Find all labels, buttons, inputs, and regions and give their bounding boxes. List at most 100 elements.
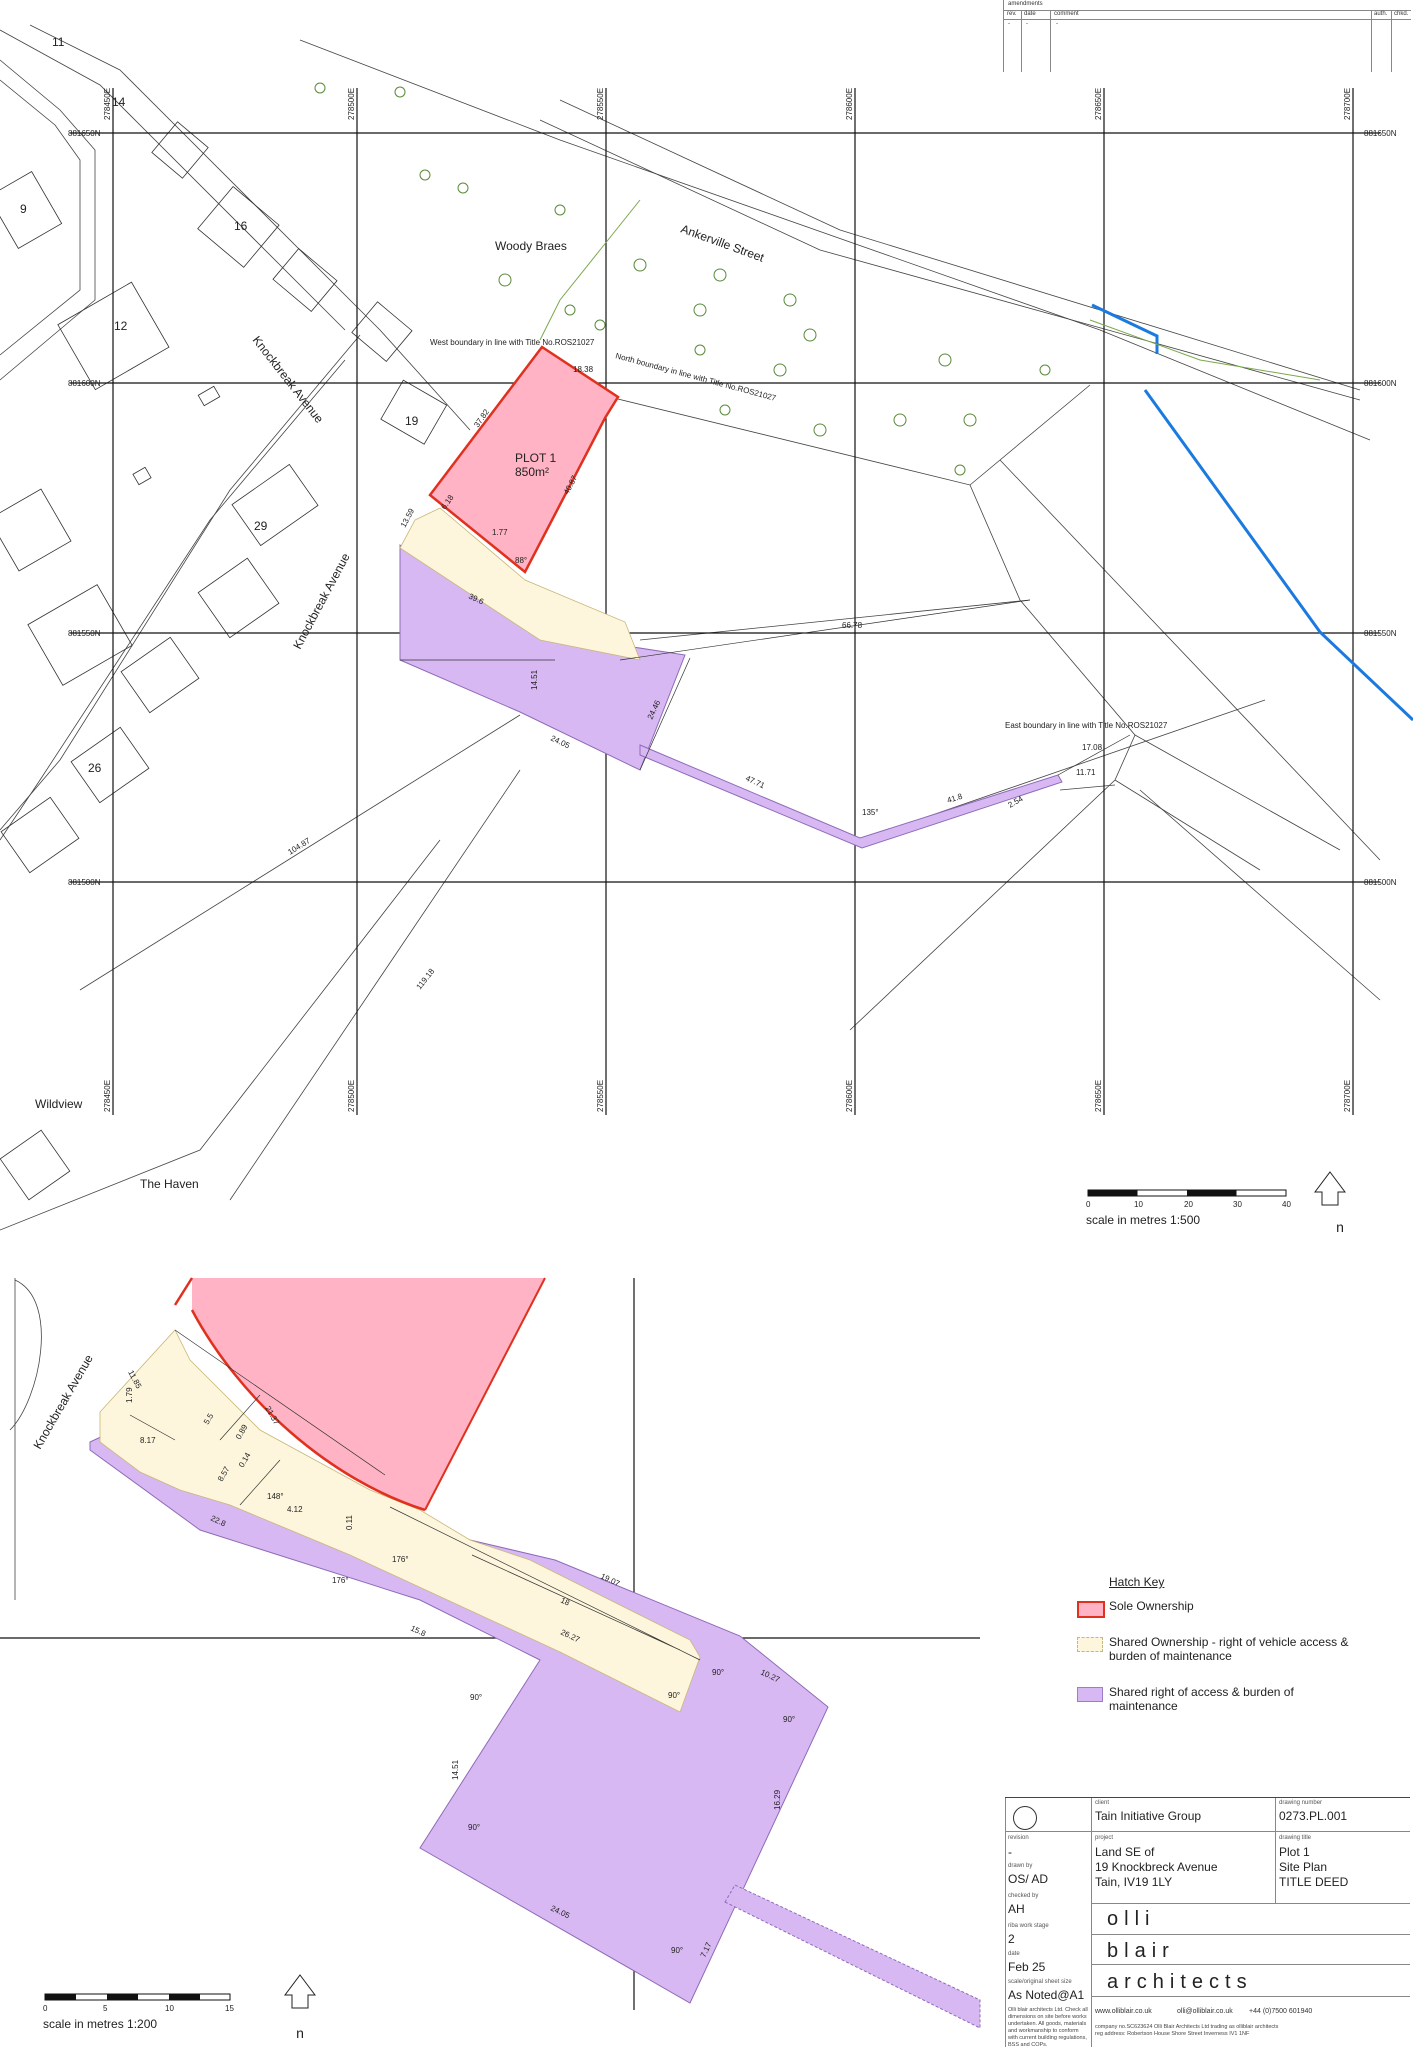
north-arrow-top: n: [1314, 1171, 1346, 1235]
svg-text:88°: 88°: [515, 556, 527, 565]
contact-phone: +44 (0)7500 601940: [1249, 2008, 1313, 2015]
key-label-shared-access: Shared right of access & burden of maint…: [1109, 1685, 1294, 1713]
svg-text:90°: 90°: [668, 1691, 680, 1700]
svg-text:Wildview: Wildview: [35, 1097, 83, 1111]
drawing-title-line-2: Site Plan: [1279, 1860, 1328, 1874]
svg-text:North boundary in line with Ti: North boundary in line with Title No.ROS…: [614, 351, 777, 403]
shared-access-area-top: [399, 544, 686, 771]
svg-text:148°: 148°: [267, 1492, 284, 1501]
client-value: Tain Initiative Group: [1095, 1809, 1202, 1823]
contact-web[interactable]: www.olliblair.co.uk: [1095, 2008, 1152, 2015]
watercourse: [1091, 303, 1413, 722]
svg-text:881550N: 881550N: [1364, 629, 1397, 638]
svg-text:15.8: 15.8: [409, 1624, 427, 1639]
shared-vehicle-area-bottom: [99, 1329, 701, 1713]
svg-text:8.17: 8.17: [140, 1436, 156, 1445]
svg-text:PLOT 1: PLOT 1: [515, 451, 556, 465]
swatch-sole: [1077, 1601, 1105, 1618]
svg-text:10: 10: [165, 2004, 174, 2013]
svg-text:14.51: 14.51: [530, 669, 539, 690]
brand-blair: blair: [1107, 1940, 1175, 1962]
scale-bar-bottom: 0 5 10 15 scale in metres 1:200: [43, 1993, 234, 2031]
grid-labels: 278450E 278500E 278550E 278600E 278650E …: [68, 88, 1397, 1112]
svg-text:30: 30: [1233, 1200, 1242, 1209]
svg-text:278450E: 278450E: [103, 1080, 112, 1112]
svg-text:47.71: 47.71: [744, 774, 766, 791]
drawing-number-label: drawing number: [1279, 1800, 1323, 1806]
svg-text:The Haven: The Haven: [140, 1177, 199, 1191]
top-dimension-labels: 18.38 37.82 40.87 13.59 39.6 14.51 24.46…: [286, 365, 1102, 991]
tree-symbols: [314, 82, 1051, 476]
svg-text:66.78: 66.78: [842, 621, 863, 630]
col-auth: auth.: [1374, 11, 1388, 17]
drawn-by-label: drawn by: [1008, 1863, 1033, 1869]
drawing-title-label: drawing title: [1279, 1835, 1312, 1841]
scale-bar-top: 0 10 20 30 40 scale in metres 1:500: [1086, 1189, 1291, 1227]
svg-text:11: 11: [52, 35, 65, 49]
svg-text:15: 15: [225, 2004, 234, 2013]
company-info: company no.SC623624 Olli Blair Architect…: [1095, 2024, 1279, 2030]
svg-text:41.8: 41.8: [946, 792, 964, 805]
col-comment: comment: [1054, 11, 1079, 17]
drawing-title-line-1: Plot 1: [1279, 1845, 1310, 1859]
comment-cell: -: [1056, 21, 1058, 27]
svg-text:1.79: 1.79: [125, 1387, 134, 1403]
svg-text:16: 16: [234, 219, 248, 233]
project-line-2: 19 Knockbreck Avenue: [1095, 1860, 1218, 1874]
date-cell: -: [1026, 21, 1028, 27]
svg-text:12: 12: [114, 319, 128, 333]
scale-label: scale/original sheet size: [1008, 1979, 1072, 1985]
riba-label: riba work stage: [1008, 1923, 1049, 1929]
drawing-number-value: 0273.PL.001: [1279, 1809, 1348, 1823]
svg-text:16.29: 16.29: [773, 1789, 782, 1810]
svg-text:29: 29: [254, 519, 268, 533]
svg-text:119.18: 119.18: [414, 966, 436, 991]
shared-access-strip-top: [639, 744, 1063, 849]
svg-text:881600N: 881600N: [1364, 379, 1397, 388]
svg-text:scale in metres 1:500: scale in metres 1:500: [1086, 1213, 1200, 1227]
svg-text:278650E: 278650E: [1094, 1080, 1103, 1112]
bottom-detail: Knockbreak Avenue 11.85 1.79 8.17 5.5 21…: [0, 1277, 981, 2041]
svg-text:278700E: 278700E: [1343, 88, 1352, 120]
svg-text:14.51: 14.51: [451, 1759, 460, 1780]
svg-text:10: 10: [1134, 1200, 1143, 1209]
svg-text:17.08: 17.08: [1082, 743, 1103, 752]
rev-cell: -: [1008, 21, 1010, 27]
brand-architects: architects: [1107, 1971, 1253, 1993]
svg-text:1.77: 1.77: [492, 528, 508, 537]
revision-label: revision: [1008, 1835, 1029, 1841]
svg-text:19: 19: [405, 414, 419, 428]
svg-text:5: 5: [103, 2004, 108, 2013]
revision-table: amendments rev. date comment auth. chkd.…: [1003, 0, 1411, 72]
key-shared-vehicle: Shared Ownership - right of vehicle acce…: [1075, 1635, 1375, 1677]
svg-text:90°: 90°: [470, 1693, 482, 1702]
checked-by-label: checked by: [1008, 1893, 1039, 1899]
svg-text:24.05: 24.05: [549, 734, 571, 751]
drawn-by-value: OS/ AD: [1008, 1872, 1049, 1886]
col-chkd: chkd.: [1394, 11, 1409, 17]
svg-text:West boundary in line with Tit: West boundary in line with Title No.ROS2…: [430, 338, 595, 347]
svg-text:104.87: 104.87: [286, 836, 312, 857]
checked-by-value: AH: [1008, 1902, 1025, 1916]
svg-text:0: 0: [43, 2004, 48, 2013]
svg-text:278500E: 278500E: [347, 1080, 356, 1112]
grid-lines: [70, 88, 1380, 1115]
svg-text:20: 20: [1184, 1200, 1193, 1209]
svg-text:881550N: 881550N: [68, 629, 101, 638]
svg-text:scale in metres 1:200: scale in metres 1:200: [43, 2017, 157, 2031]
svg-text:881600N: 881600N: [68, 379, 101, 388]
svg-text:278600E: 278600E: [845, 1080, 854, 1112]
svg-text:881500N: 881500N: [1364, 878, 1397, 887]
key-sole-ownership: Sole Ownership: [1075, 1599, 1375, 1627]
svg-text:n: n: [1336, 1219, 1344, 1235]
svg-text:135°: 135°: [862, 808, 879, 817]
shared-vehicle-area-top: [399, 507, 641, 661]
svg-text:90°: 90°: [671, 1946, 683, 1955]
svg-text:40: 40: [1282, 1200, 1291, 1209]
plot-1-area: [428, 345, 620, 574]
svg-text:278500E: 278500E: [347, 88, 356, 120]
svg-text:Knockbreak Avenue: Knockbreak Avenue: [30, 1352, 96, 1452]
title-block: client Tain Initiative Group drawing num…: [1005, 1797, 1410, 2048]
contact-email[interactable]: olli@olliblair.co.uk: [1177, 2008, 1233, 2015]
